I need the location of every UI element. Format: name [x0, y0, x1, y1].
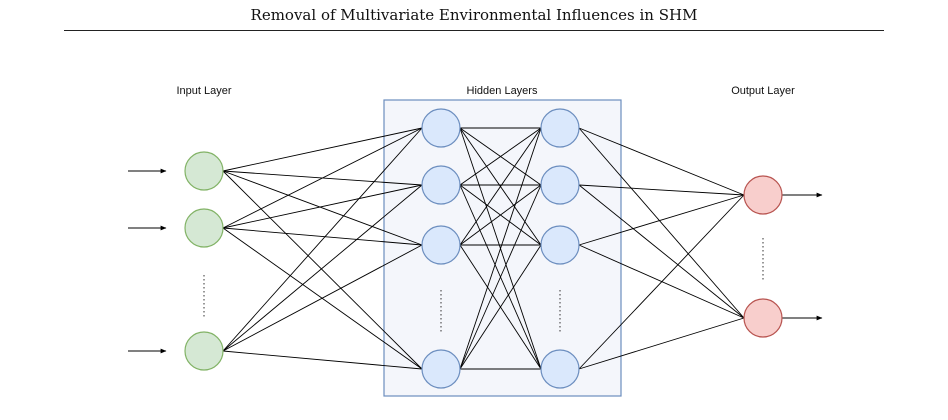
hidden-1-node-1 [421, 165, 461, 205]
edge-input-1-to-hidden-1-2 [222, 227, 423, 246]
hidden-1-node-0 [421, 108, 461, 148]
network-nodes [184, 108, 783, 389]
edge-input-0-to-hidden-1-2 [222, 170, 423, 246]
connection-edges [222, 127, 745, 370]
output-node-0 [743, 175, 783, 215]
edge-hidden-1-3-to-hidden-2-1 [459, 184, 542, 370]
hidden-2-node-2 [540, 225, 580, 265]
edge-hidden-1-2-to-hidden-2-0 [459, 127, 542, 246]
hidden-2-node-0 [540, 108, 580, 148]
io-arrows [128, 168, 823, 354]
output-node-1 [743, 298, 783, 338]
header-rule [64, 30, 884, 31]
edge-hidden-2-3-to-output-0 [578, 194, 745, 370]
edge-hidden-1-3-to-hidden-2-0 [459, 127, 542, 370]
edge-input-1-to-hidden-1-1 [222, 184, 423, 229]
edge-hidden-2-1-to-output-1 [578, 184, 745, 319]
edge-hidden-1-3-to-hidden-2-2 [459, 244, 542, 370]
edge-input-0-to-hidden-1-3 [222, 170, 423, 370]
hidden-1-node-3 [421, 349, 461, 389]
edge-hidden-1-1-to-hidden-2-0 [459, 127, 542, 186]
hidden-layers-label: Hidden Layers [467, 85, 538, 97]
input-node-2 [184, 331, 224, 371]
edge-input-2-to-hidden-1-1 [222, 184, 423, 352]
edge-hidden-2-3-to-output-1 [578, 317, 745, 370]
input-node-1 [184, 208, 224, 248]
edge-hidden-2-0-to-output-1 [578, 127, 745, 319]
hidden-1-node-2 [421, 225, 461, 265]
input-layer-label: Input Layer [176, 85, 231, 97]
edge-hidden-2-0-to-output-0 [578, 127, 745, 196]
edge-input-2-to-hidden-1-2 [222, 244, 423, 352]
edge-input-2-to-hidden-1-3 [222, 350, 423, 370]
input-node-0 [184, 151, 224, 191]
edge-input-2-to-hidden-1-0 [222, 127, 423, 352]
edge-input-1-to-hidden-1-0 [222, 127, 423, 229]
edge-hidden-2-2-to-output-0 [578, 194, 745, 246]
hidden-2-node-1 [540, 165, 580, 205]
running-header: Removal of Multivariate Environmental In… [250, 6, 698, 24]
hidden-2-node-3 [540, 349, 580, 389]
edge-input-0-to-hidden-1-0 [222, 127, 423, 172]
output-layer-label: Output Layer [731, 85, 795, 97]
layer-ellipses [203, 238, 764, 333]
edge-hidden-1-2-to-hidden-2-1 [459, 184, 542, 246]
edge-hidden-2-1-to-output-0 [578, 184, 745, 196]
